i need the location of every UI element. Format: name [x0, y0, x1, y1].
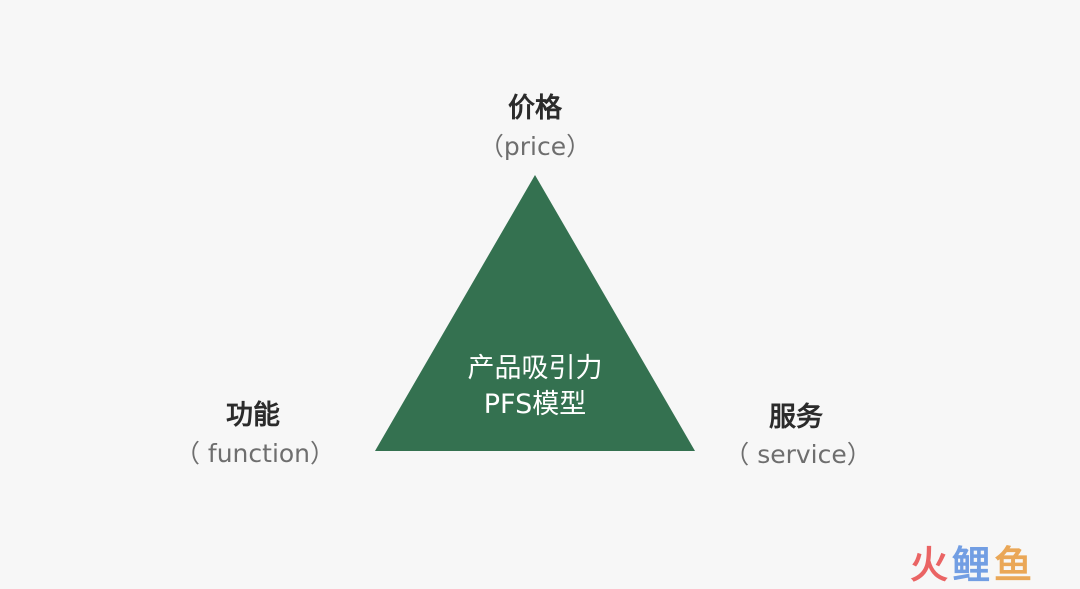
- price-sublabel: （price）: [478, 132, 592, 161]
- watermark-logo: 火鲤鱼: [910, 534, 1036, 589]
- function-label: 功能: [226, 400, 280, 431]
- service-label: 服务: [769, 402, 823, 433]
- watermark-char-1: 火: [910, 543, 953, 587]
- price-label: 价格: [508, 93, 562, 124]
- pfs-triangle: [375, 175, 695, 451]
- center-title: 产品吸引力: [467, 353, 603, 384]
- function-sublabel: （ function）: [174, 439, 336, 468]
- watermark-char-2: 鲤: [952, 543, 995, 587]
- watermark-char-3: 鱼: [994, 543, 1037, 587]
- service-sublabel: （ service）: [724, 440, 872, 469]
- center-subtitle: PFS模型: [483, 389, 587, 420]
